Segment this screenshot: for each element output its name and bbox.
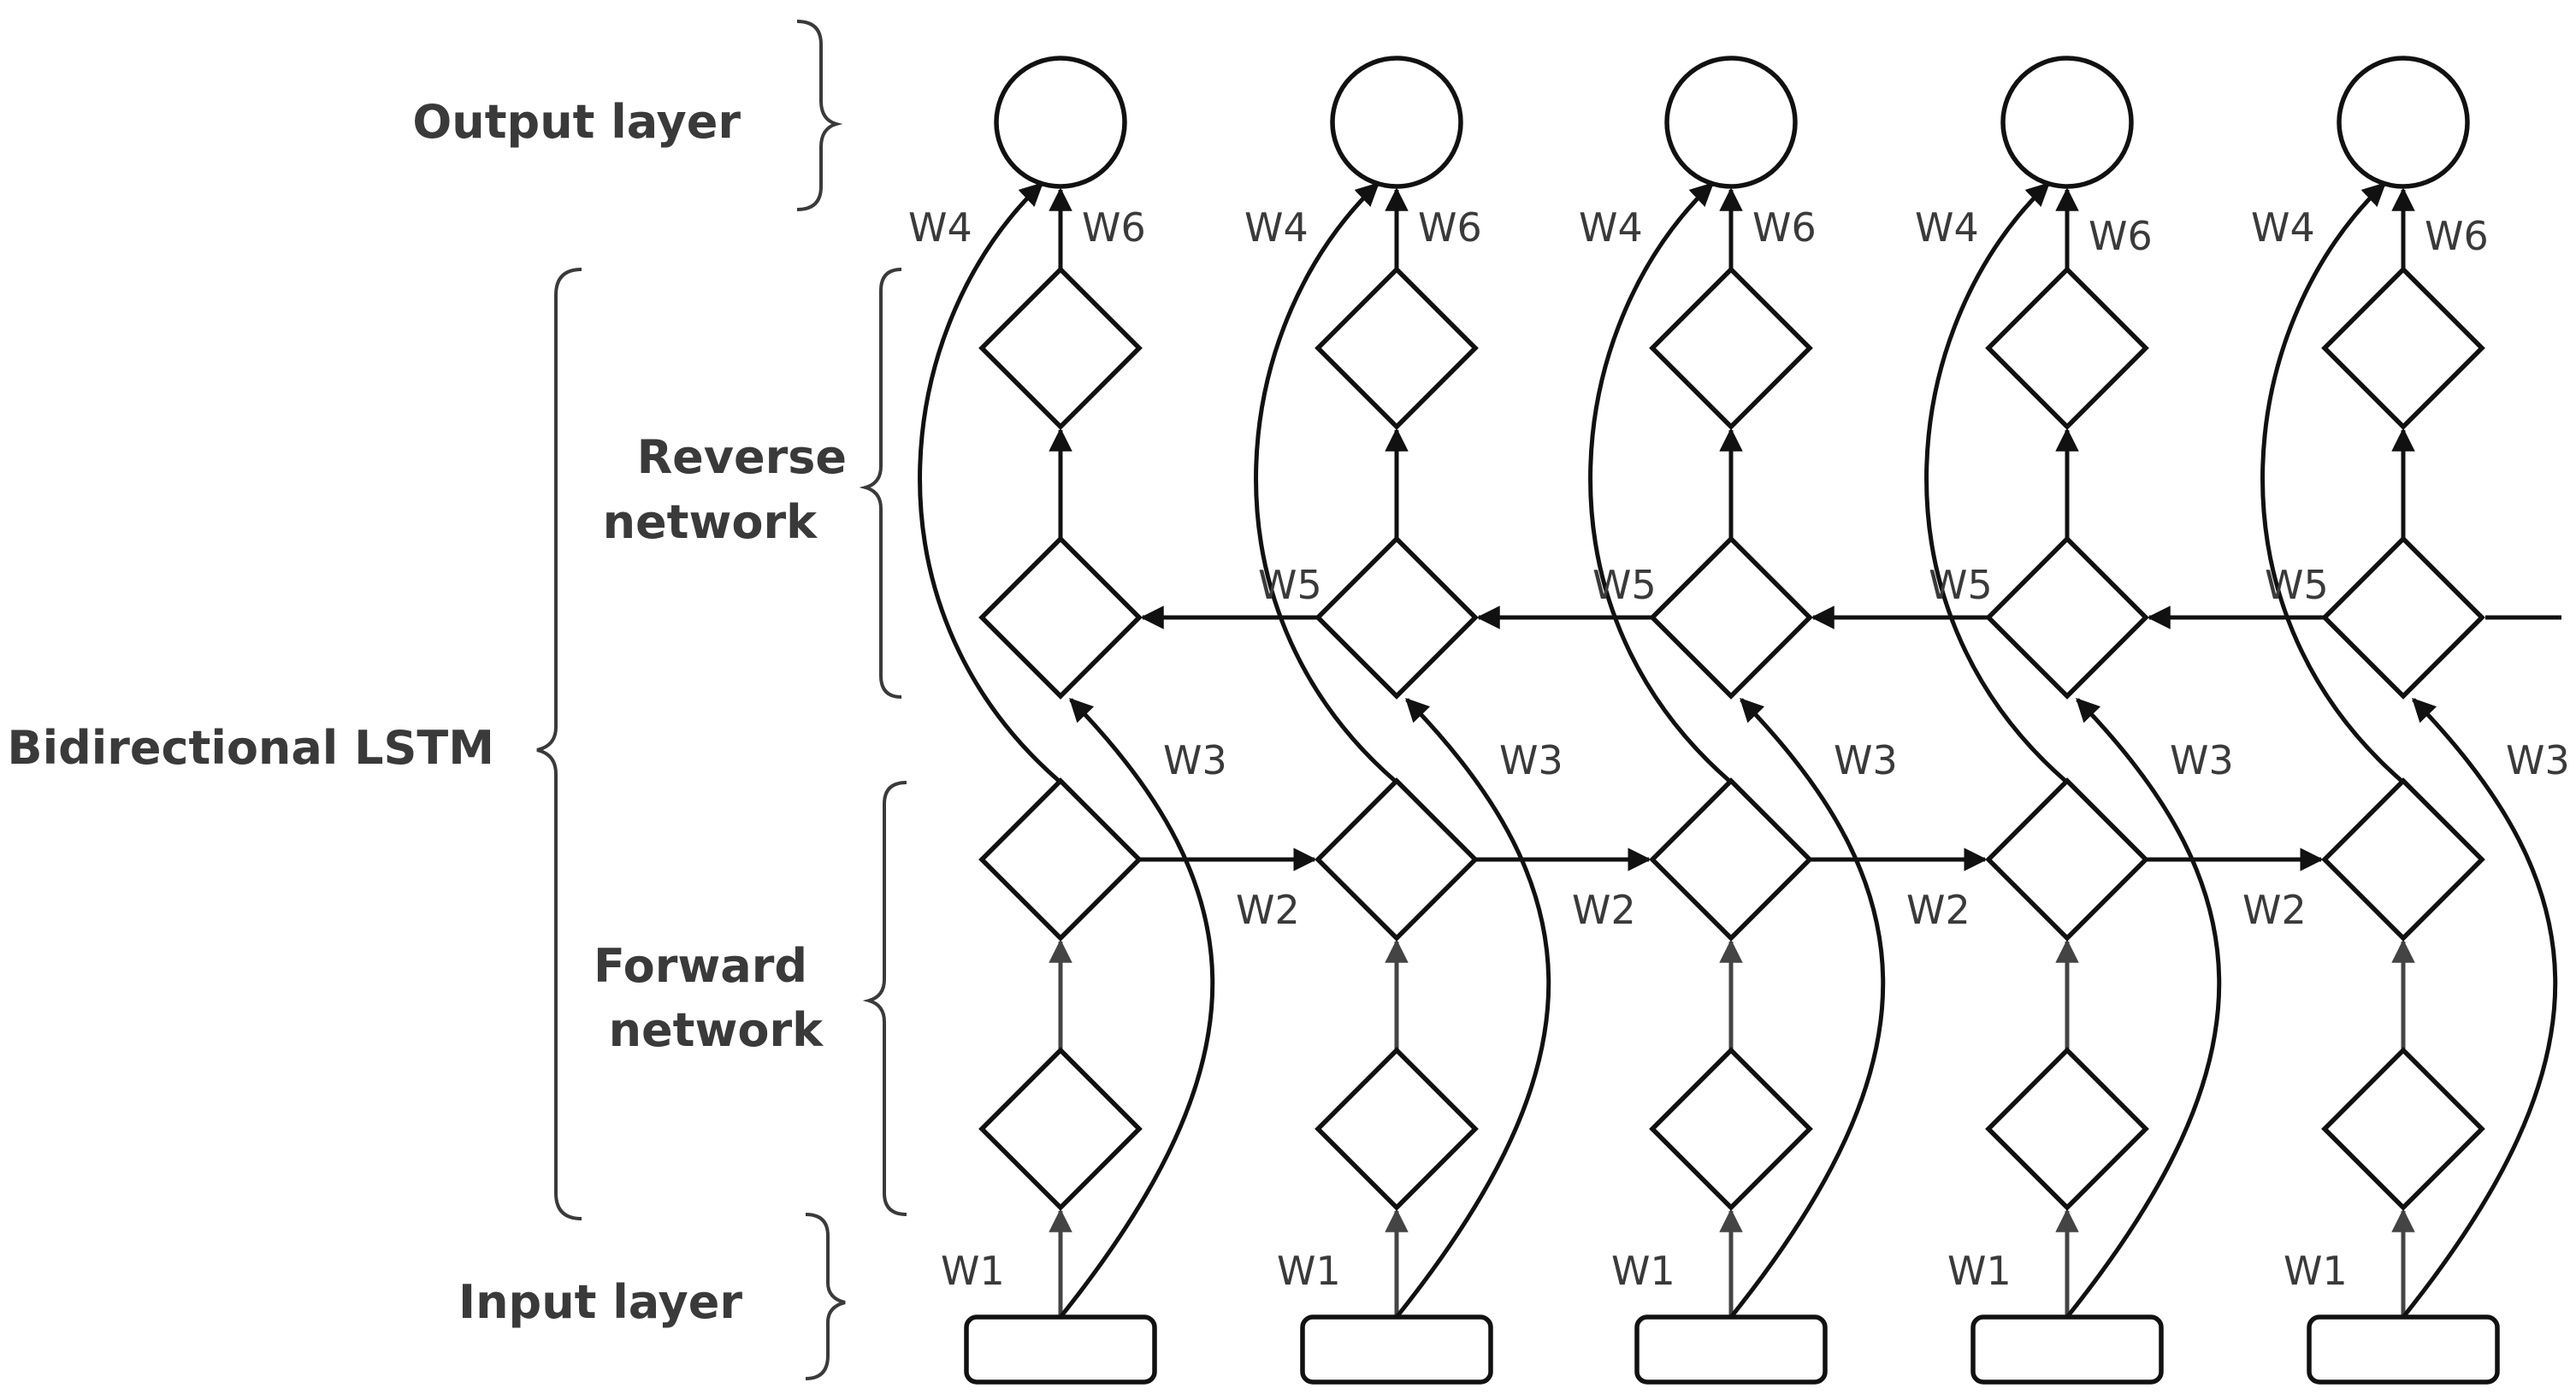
bidirectional-lstm-label: Bidirectional LSTM	[7, 721, 494, 775]
weight-label-w1: W1	[1611, 1248, 1675, 1294]
forward-to-output-edge	[1588, 182, 1731, 783]
layer-braces	[536, 20, 907, 1380]
output-node	[994, 56, 1127, 189]
reverse-lstm-node	[1985, 535, 2149, 700]
weight-label-w5: W5	[1929, 562, 1993, 608]
output-node	[1664, 56, 1798, 189]
forward-network-label-line2: network	[609, 1003, 824, 1057]
weight-label-w3: W3	[1163, 737, 1227, 783]
reverse-network-label-line1: Reverse	[637, 430, 847, 484]
input-to-reverse-edge	[1059, 698, 1215, 1319]
reverse-top-node	[2321, 266, 2485, 430]
forward-bottom-node	[1649, 1047, 1813, 1211]
forward-bottom-node	[978, 1047, 1143, 1211]
input-to-reverse-edge	[2065, 698, 2222, 1319]
input-node	[1970, 1314, 2164, 1385]
reverse-lstm-node	[1649, 535, 1813, 700]
forward-to-output-edge	[2260, 182, 2403, 783]
weight-label-w4: W4	[1579, 204, 1643, 251]
weight-label-w3: W3	[1834, 737, 1898, 783]
reverse-top-node	[978, 266, 1143, 430]
weight-label-w4: W4	[2251, 204, 2315, 251]
weight-label-w3: W3	[2170, 737, 2234, 783]
weight-label-w6: W6	[1418, 204, 1482, 251]
reverse-top-node	[1315, 266, 1479, 430]
reverse-top-node	[1985, 266, 2149, 430]
input-layer-label: Input layer	[458, 1275, 742, 1329]
reverse-network-label-line2: network	[603, 495, 818, 549]
reverse-network-brace	[859, 268, 902, 699]
input-to-reverse-edge	[1729, 698, 1886, 1319]
forward-network-label-line1: Forward	[594, 939, 807, 993]
weight-label-w4: W4	[1244, 204, 1309, 251]
input-to-reverse-edge	[2402, 698, 2558, 1319]
weight-label-w3: W3	[2506, 737, 2570, 783]
forward-to-output-edge	[1254, 182, 1397, 783]
bidirectional-lstm-brace	[536, 268, 582, 1220]
input-node	[964, 1314, 1157, 1385]
weight-label-w2: W2	[2242, 887, 2307, 933]
output-layer-brace	[796, 20, 843, 211]
weight-label-w6: W6	[2425, 213, 2489, 259]
weight-label-w6: W6	[1752, 204, 1817, 251]
forward-to-output-edge	[918, 182, 1061, 783]
forward-to-output-edge	[1924, 182, 2067, 783]
weight-label-w5: W5	[1258, 562, 1322, 608]
reverse-lstm-node	[2321, 535, 2485, 700]
reverse-lstm-node	[978, 535, 1143, 700]
output-layer-label: Output layer	[412, 95, 741, 149]
forward-network-brace	[862, 781, 907, 1216]
weight-label-w2: W2	[1236, 887, 1300, 933]
reverse-top-node	[1649, 266, 1813, 430]
forward-bottom-node	[2321, 1047, 2485, 1211]
layer-labels: Output layer Reverse network Bidirection…	[7, 95, 847, 1329]
forward-bottom-node	[1985, 1047, 2149, 1211]
weight-label-w5: W5	[2265, 562, 2329, 608]
weight-label-w6: W6	[2089, 213, 2153, 259]
forward-lstm-node	[1985, 777, 2149, 942]
input-node	[2307, 1314, 2500, 1385]
forward-lstm-node	[978, 777, 1143, 942]
output-node	[2337, 56, 2470, 189]
weight-label-w4: W4	[1915, 204, 1979, 251]
forward-lstm-node	[1649, 777, 1813, 942]
forward-lstm-node	[2321, 777, 2485, 942]
weight-label-w6: W6	[1082, 204, 1146, 251]
weight-label-w1: W1	[2284, 1248, 2348, 1294]
weight-label-w2: W2	[1906, 887, 1970, 933]
weight-label-w2: W2	[1572, 887, 1636, 933]
output-node	[1330, 56, 1463, 189]
weight-label-w1: W1	[1277, 1248, 1341, 1294]
weight-label-w3: W3	[1499, 737, 1563, 783]
reverse-lstm-node	[1315, 535, 1479, 700]
forward-lstm-node	[1315, 777, 1479, 942]
output-node	[2000, 56, 2134, 189]
weight-label-w1: W1	[941, 1248, 1005, 1294]
weight-label-w5: W5	[1592, 562, 1657, 608]
input-layer-brace	[805, 1213, 846, 1380]
forward-bottom-node	[1315, 1047, 1479, 1211]
input-node	[1634, 1314, 1828, 1385]
input-node	[1300, 1314, 1493, 1385]
weight-label-w4: W4	[908, 204, 972, 251]
weight-label-w1: W1	[1947, 1248, 2012, 1294]
input-to-reverse-edge	[1395, 698, 1551, 1319]
